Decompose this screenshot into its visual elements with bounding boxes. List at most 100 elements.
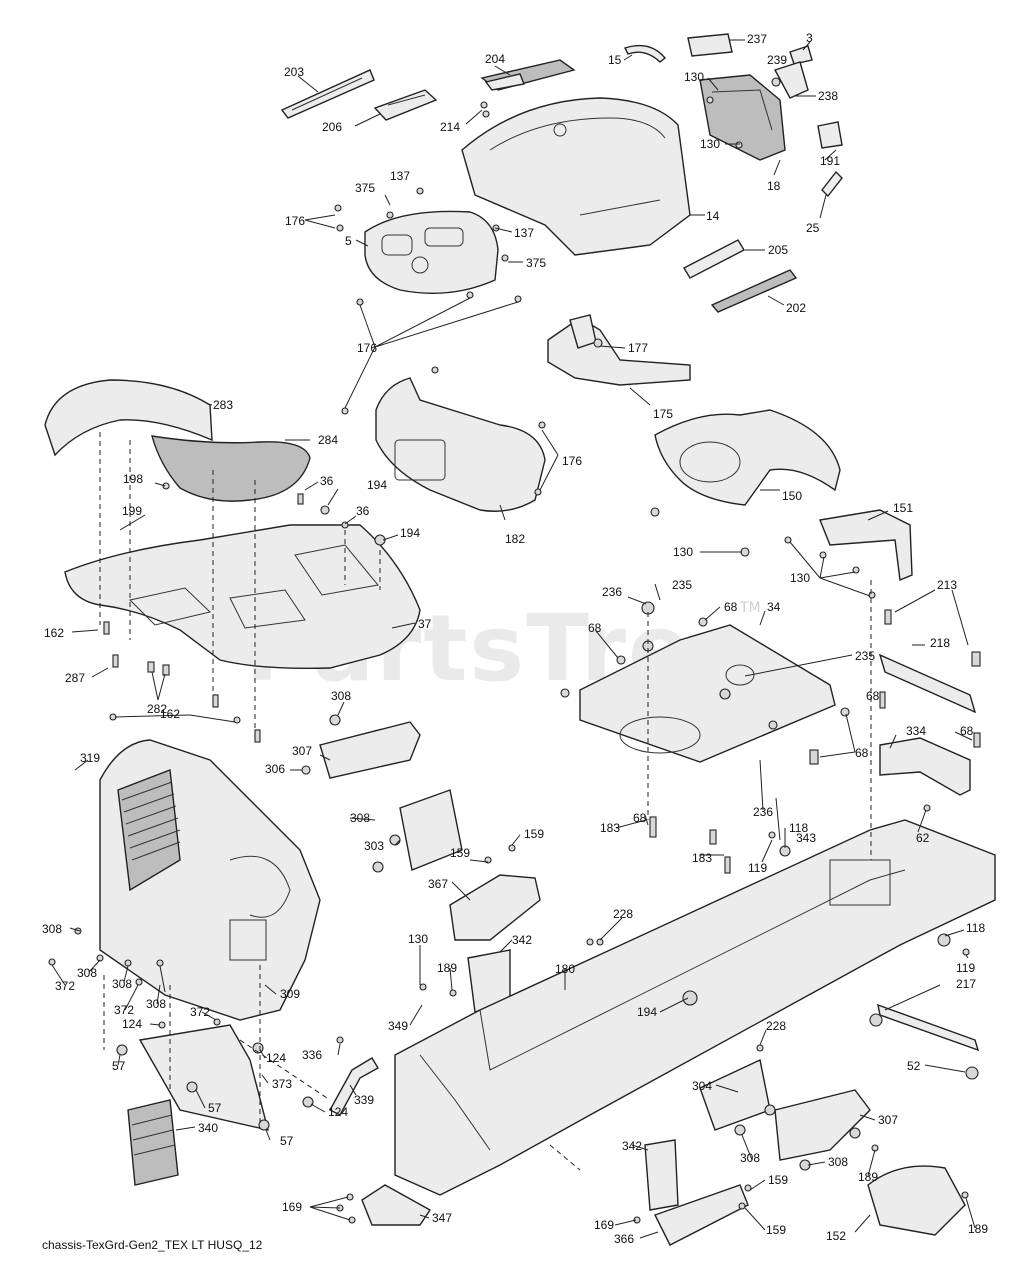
- callout-308: 308: [112, 977, 132, 991]
- callout-308: 308: [42, 922, 62, 936]
- callout-237: 237: [747, 32, 767, 46]
- callout-52: 52: [907, 1059, 921, 1073]
- callout-194: 194: [367, 478, 387, 492]
- callout-5: 5: [345, 234, 352, 248]
- callout-189: 189: [437, 961, 457, 975]
- part-175-mount: [547, 314, 691, 386]
- part-309-front-grille: [99, 739, 321, 1021]
- callout-36: 36: [320, 474, 334, 488]
- part-238-bracket: [773, 61, 809, 99]
- callout-375: 375: [526, 256, 546, 270]
- callout-180: 180: [555, 962, 575, 976]
- callout-202: 202: [786, 301, 806, 315]
- callout-217: 217: [956, 977, 976, 991]
- callout-37: 37: [418, 617, 432, 631]
- callout-150: 150: [782, 489, 802, 503]
- part-14-hood: [461, 97, 691, 256]
- callout-235: 235: [855, 649, 875, 663]
- callout-176: 176: [357, 341, 377, 355]
- part-367-bracket: [449, 874, 541, 941]
- callout-205: 205: [768, 243, 788, 257]
- part-152-cover: [867, 1165, 966, 1236]
- callout-372: 372: [55, 979, 75, 993]
- callout-159: 159: [524, 827, 544, 841]
- part-373-plate: [138, 1024, 269, 1131]
- callout-284: 284: [318, 433, 338, 447]
- callout-25: 25: [806, 221, 820, 235]
- part-342b-bracket: [644, 1139, 679, 1211]
- callout-57: 57: [208, 1101, 222, 1115]
- part-217-rod: [877, 1003, 980, 1052]
- callout-308: 308: [331, 689, 351, 703]
- callout-283: 283: [213, 398, 233, 412]
- callout-119: 119: [748, 861, 767, 875]
- callout-206: 206: [322, 120, 342, 134]
- callout-194: 194: [400, 526, 420, 540]
- part-150-footwell: [654, 409, 841, 506]
- callout-334: 334: [906, 724, 926, 738]
- callout-308: 308: [740, 1151, 760, 1165]
- callout-159: 159: [450, 846, 470, 860]
- callout-130: 130: [673, 545, 693, 559]
- callout-159: 159: [766, 1223, 786, 1237]
- callout-308: 308: [350, 811, 370, 825]
- callout-130: 130: [408, 932, 428, 946]
- callout-152: 152: [826, 1229, 846, 1243]
- callout-218: 218: [930, 636, 950, 650]
- callout-68: 68: [855, 746, 869, 760]
- callout-375: 375: [355, 181, 375, 195]
- callout-118: 118: [789, 821, 808, 835]
- callout-189: 189: [968, 1222, 988, 1236]
- part-180-frame: [394, 819, 996, 1196]
- callout-336: 336: [302, 1048, 322, 1062]
- callout-68: 68: [633, 811, 647, 825]
- callout-130: 130: [684, 70, 704, 84]
- part-284-seat: [151, 435, 311, 502]
- callout-194: 194: [637, 1005, 657, 1019]
- callout-349: 349: [388, 1019, 408, 1033]
- callout-57: 57: [112, 1059, 126, 1073]
- callout-303: 303: [364, 839, 384, 853]
- part-191-cap: [817, 121, 843, 149]
- callout-372: 372: [190, 1005, 210, 1019]
- watermark-tm: TM: [739, 600, 761, 616]
- callout-36: 36: [356, 504, 370, 518]
- callout-169: 169: [282, 1200, 302, 1214]
- callout-239: 239: [767, 53, 787, 67]
- callout-204: 204: [485, 52, 505, 66]
- callout-68: 68: [866, 689, 880, 703]
- callout-3: 3: [806, 31, 813, 45]
- leader-lines: [51, 39, 976, 1239]
- callout-342: 342: [512, 933, 532, 947]
- callout-182: 182: [505, 532, 525, 546]
- callout-342: 342: [622, 1139, 642, 1153]
- callout-282: 282: [147, 702, 167, 716]
- callout-124: 124: [328, 1105, 348, 1119]
- callout-228: 228: [613, 907, 633, 921]
- callout-372: 372: [114, 1003, 134, 1017]
- callout-287: 287: [65, 671, 85, 685]
- callout-366: 366: [614, 1232, 634, 1246]
- callout-367: 367: [428, 877, 448, 891]
- part-307-shield: [319, 721, 421, 779]
- callout-130: 130: [790, 571, 810, 585]
- part-37-body: [64, 524, 421, 670]
- part-206-bracket: [373, 89, 438, 121]
- callout-199: 199: [122, 504, 142, 518]
- part-334-bracket: [879, 737, 971, 796]
- callout-308: 308: [146, 997, 166, 1011]
- callout-198: 198: [123, 472, 143, 486]
- callout-124: 124: [266, 1051, 286, 1065]
- callout-176: 176: [562, 454, 582, 468]
- callout-308: 308: [77, 966, 97, 980]
- callout-14: 14: [706, 209, 720, 223]
- callout-162: 162: [160, 707, 180, 721]
- callout-169: 169: [594, 1218, 614, 1232]
- callout-236: 236: [602, 585, 622, 599]
- part-304-shield: [699, 1058, 771, 1131]
- callout-183: 183: [600, 821, 620, 835]
- callout-130: 130: [700, 137, 720, 151]
- callout-137: 137: [390, 169, 410, 183]
- callout-177: 177: [628, 341, 648, 355]
- callout-124: 124: [122, 1017, 142, 1031]
